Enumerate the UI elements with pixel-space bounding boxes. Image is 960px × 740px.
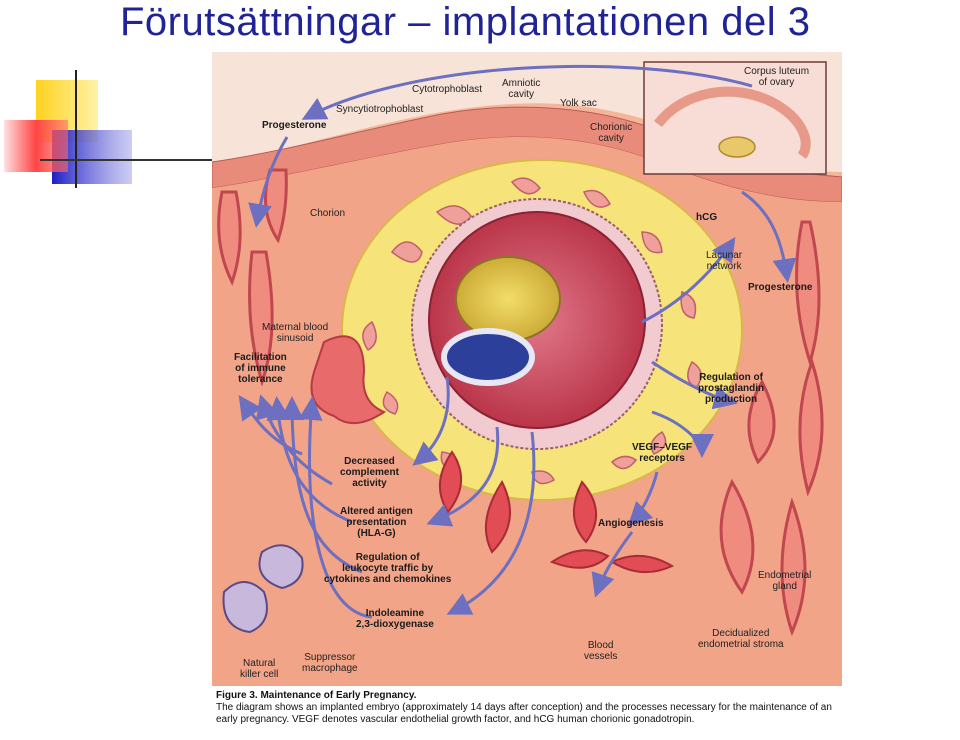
caption-body: The diagram shows an implanted embryo (a…: [216, 702, 832, 725]
label-yolk-sac: Yolk sac: [560, 98, 597, 109]
label-amniotic-cavity: Amniotic cavity: [502, 78, 541, 100]
label-suppressor-macrophage: Suppressor macrophage: [302, 652, 358, 674]
label-endometrial-gland: Endometrial gland: [758, 570, 812, 592]
label-blood-vessels: Blood vessels: [584, 640, 618, 662]
label-regulation-prostaglandin: Regulation of prostaglandin production: [698, 372, 765, 405]
deco-red-square: [4, 120, 68, 172]
label-syncytiotrophoblast: Syncytiotrophoblast: [336, 104, 424, 115]
label-regulation-leukocyte: Regulation of leukocyte traffic by cytok…: [324, 552, 452, 585]
caption-title: Figure 3. Maintenance of Early Pregnancy…: [216, 690, 417, 701]
label-progesterone-right: Progesterone: [748, 282, 813, 293]
label-vegf-receptors: VEGF–VEGF receptors: [632, 442, 693, 464]
label-natural-killer-cell: Natural killer cell: [240, 658, 279, 680]
implantation-figure: Cytotrophoblast Amniotic cavity Yolk sac…: [212, 52, 842, 686]
label-cytotrophoblast: Cytotrophoblast: [412, 84, 483, 95]
label-hcg: hCG: [696, 212, 718, 223]
figure-caption: Figure 3. Maintenance of Early Pregnancy…: [216, 690, 846, 726]
label-progesterone-top: Progesterone: [262, 120, 327, 131]
immune-cells: [222, 544, 304, 634]
amniotic-cavity-shape: [441, 328, 535, 386]
label-maternal-blood-sinusoid: Maternal blood sinusoid: [262, 322, 329, 344]
label-decidualized-stroma: Decidualized endometrial stroma: [698, 628, 784, 650]
implantation-illustration: [212, 52, 842, 686]
label-indoleamine: Indoleamine 2,3-dioxygenase: [356, 608, 434, 630]
slide-title: Förutsättningar – implantationen del 3: [120, 0, 811, 44]
yolk-sac-shape: [455, 256, 561, 342]
slide-decoration: [4, 70, 215, 188]
label-chorion: Chorion: [310, 208, 346, 219]
label-facilitation-immune-tolerance: Facilitation of immune tolerance: [234, 352, 287, 385]
label-altered-antigen: Altered antigen presentation (HLA-G): [340, 506, 413, 539]
label-decreased-complement: Decreased complement activity: [340, 456, 399, 489]
label-corpus-luteum: Corpus luteum of ovary: [744, 66, 810, 88]
label-angiogenesis: Angiogenesis: [598, 518, 664, 529]
label-chorionic-cavity: Chorionic cavity: [590, 122, 633, 144]
label-lacunar-network: Lacunar network: [706, 250, 743, 272]
